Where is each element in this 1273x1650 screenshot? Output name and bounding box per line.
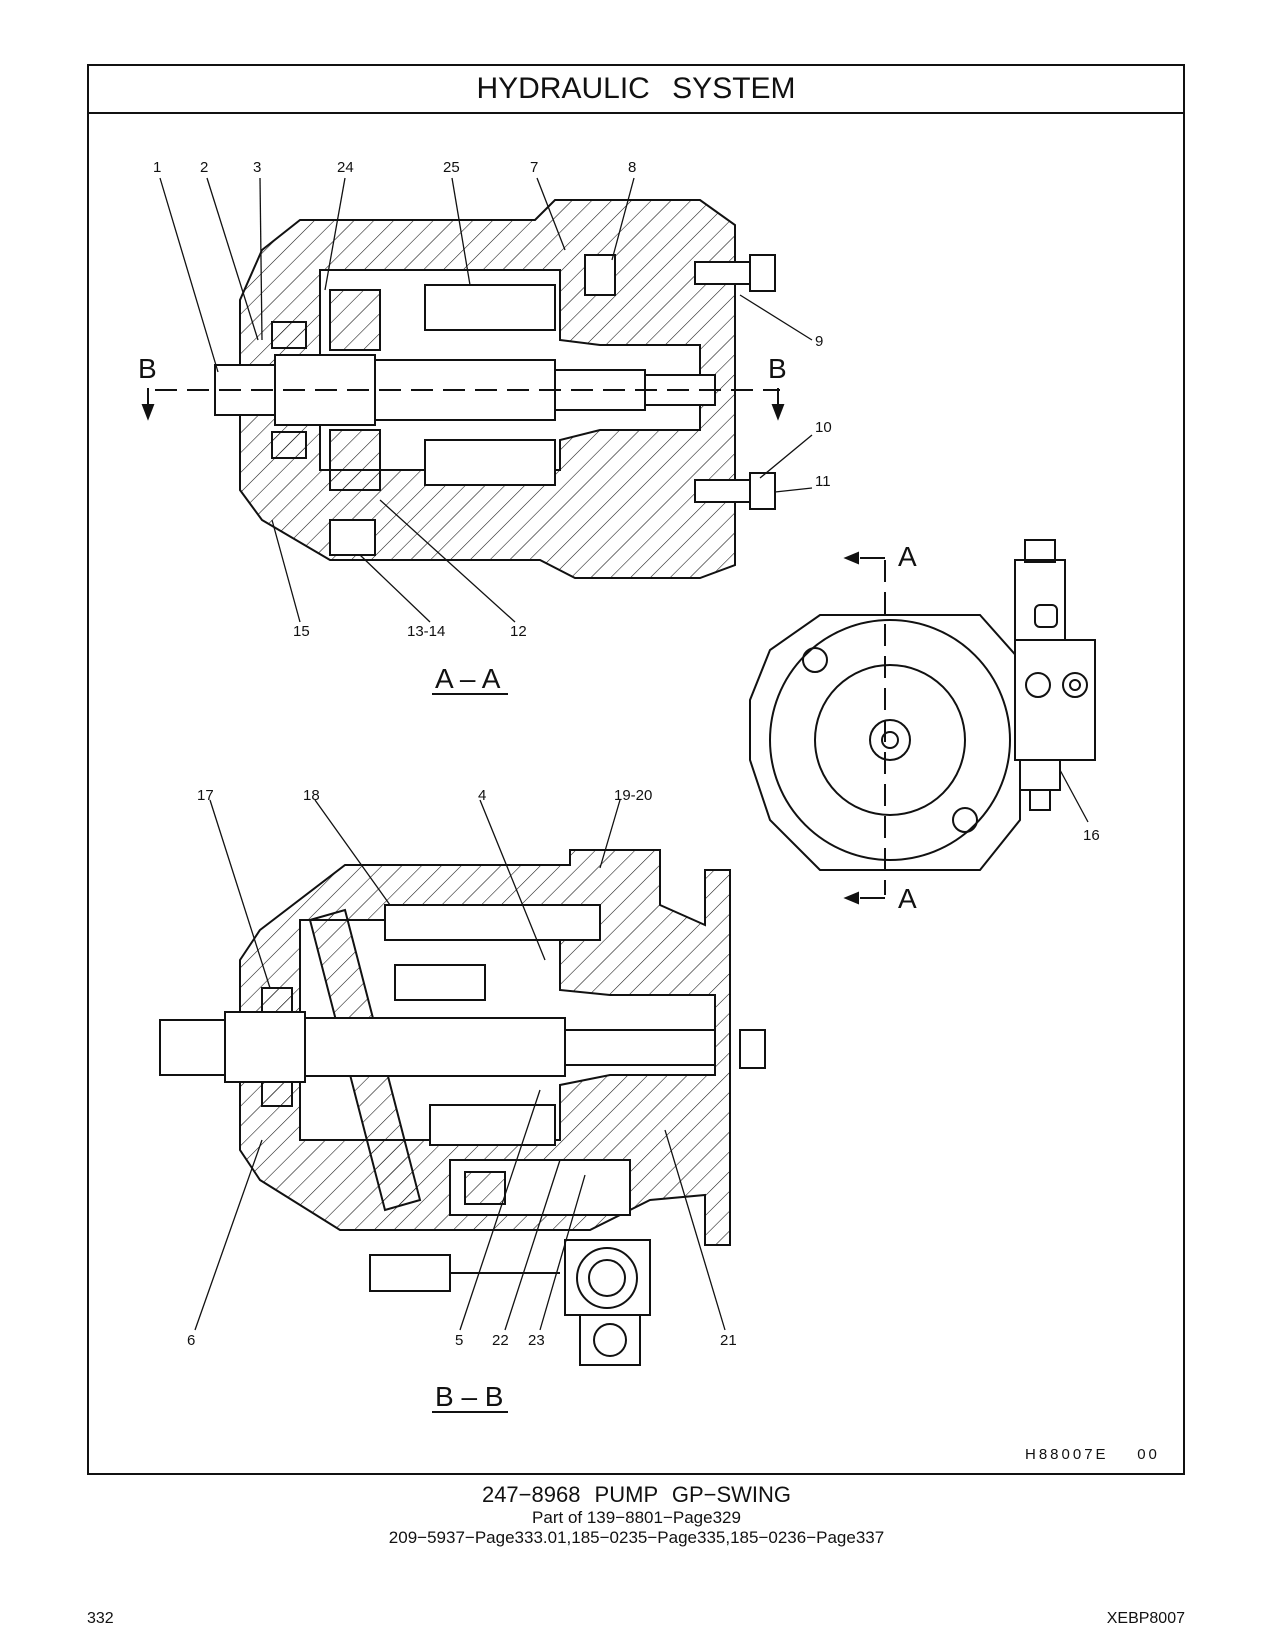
callout-16: 16 xyxy=(1083,827,1100,844)
callout-8: 8 xyxy=(628,159,636,176)
callout-11: 11 xyxy=(815,473,831,490)
part-title: 247−8968 PUMP GP−SWING xyxy=(481,1482,792,1507)
cut-label-a-bottom: A xyxy=(898,883,917,914)
section-aa-title: A – A xyxy=(435,663,501,694)
callout-3: 3 xyxy=(253,159,261,176)
callout-18: 18 xyxy=(303,787,320,804)
callout-4: 4 xyxy=(478,787,486,804)
section-bb-title: B – B xyxy=(435,1381,503,1412)
callout-12: 12 xyxy=(510,623,527,640)
callout-19-20: 19-20 xyxy=(614,787,652,804)
part-of-reference: Part of 139−8801−Page329 xyxy=(532,1508,741,1527)
callout-13-14: 13-14 xyxy=(407,623,445,640)
callout-24: 24 xyxy=(337,159,354,176)
cut-label-b-left: B xyxy=(138,353,157,384)
callout-17: 17 xyxy=(197,787,214,804)
callout-22: 22 xyxy=(492,1332,509,1349)
callout-10: 10 xyxy=(815,419,832,436)
callout-23: 23 xyxy=(528,1332,545,1349)
section-aa-drawing xyxy=(141,177,813,623)
page-frame: HYDRAULIC SYSTEM xyxy=(87,64,1185,1475)
cut-label-a-top: A xyxy=(898,541,917,572)
callout-21: 21 xyxy=(720,1332,737,1349)
callout-1: 1 xyxy=(153,159,161,176)
callout-7: 7 xyxy=(530,159,538,176)
callout-9: 9 xyxy=(815,333,823,350)
page-title: HYDRAULIC SYSTEM xyxy=(89,66,1183,114)
section-bb-drawing xyxy=(159,799,766,1366)
document-id: XEBP8007 xyxy=(1106,1610,1185,1627)
drawing-code: H88007E 00 xyxy=(1025,1446,1160,1463)
callout-15: 15 xyxy=(293,623,310,640)
page-references: 209−5937−Page333.01,185−0235−Page335,185… xyxy=(388,1528,885,1547)
cut-label-b-right: B xyxy=(768,353,787,384)
callout-25: 25 xyxy=(443,159,460,176)
callout-6: 6 xyxy=(187,1332,195,1349)
page-number: 332 xyxy=(87,1610,114,1627)
end-view-drawing xyxy=(749,539,1096,905)
callout-2: 2 xyxy=(200,159,208,176)
callout-5: 5 xyxy=(455,1332,463,1349)
